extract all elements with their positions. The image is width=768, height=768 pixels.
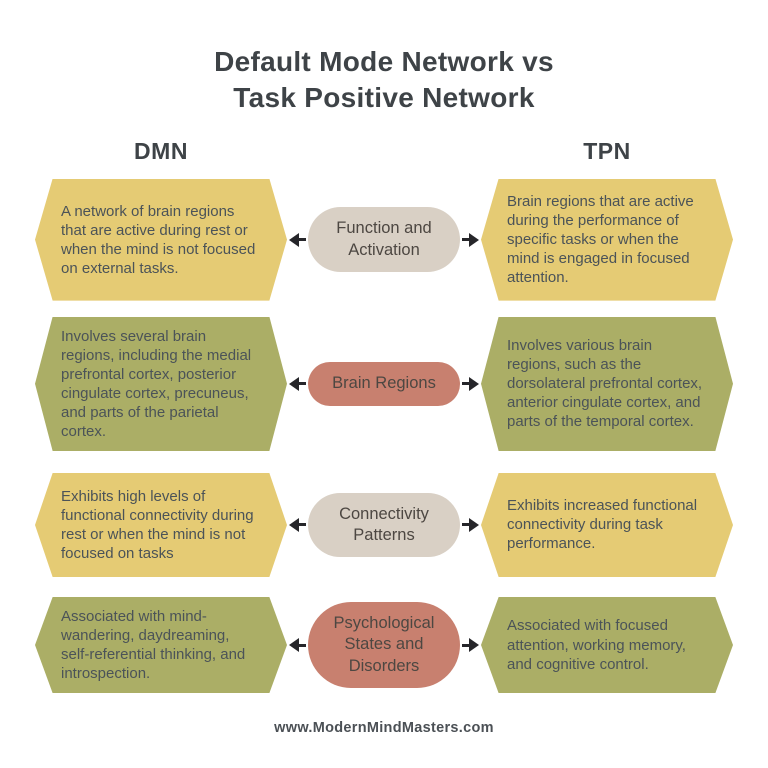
connector-left	[287, 376, 308, 391]
connector-right	[460, 517, 481, 532]
arrow-right-icon	[469, 232, 479, 247]
connector-right	[460, 376, 481, 391]
column-header-tpn: TPN	[583, 137, 631, 164]
dmn-box-connectivity: Exhibits high levels of functional conne…	[35, 472, 287, 577]
dotted-line	[299, 643, 306, 647]
comparison-row-brain-regions: Involves several brain regions, includin…	[35, 316, 733, 451]
category-pill-psychological: Psychological States and Disorders	[308, 601, 460, 689]
tpn-box-psychological: Associated with focused attention, worki…	[481, 596, 733, 694]
arrow-left-icon	[289, 638, 299, 653]
tpn-box-function: Brain regions that are active during the…	[481, 178, 733, 301]
tpn-box-psychological-text: Associated with focused attention, worki…	[507, 617, 686, 673]
comparison-row-function-activation: A network of brain regions that are acti…	[35, 178, 733, 301]
arrow-left-icon	[289, 517, 299, 532]
dmn-box-psychological: Associated with mind-wandering, daydream…	[35, 596, 287, 694]
category-pill-regions: Brain Regions	[308, 362, 460, 406]
category-pill-connectivity: Connectivity Patterns	[308, 492, 460, 558]
dotted-line	[462, 643, 469, 647]
dotted-line	[299, 238, 306, 242]
tpn-box-regions-text: Involves various brain regions, such as …	[507, 337, 703, 431]
connector-right	[460, 232, 481, 247]
arrow-left-icon	[289, 376, 299, 391]
connector-left	[287, 232, 308, 247]
dmn-box-regions: Involves several brain regions, includin…	[35, 316, 287, 451]
tpn-box-connectivity-text: Exhibits increased functional connectivi…	[507, 497, 698, 553]
arrow-left-icon	[289, 232, 299, 247]
tpn-box-function-text: Brain regions that are active during the…	[507, 193, 694, 287]
website-url: www.ModernMindMasters.com	[274, 720, 494, 737]
connector-left	[287, 638, 308, 653]
connector-left	[287, 517, 308, 532]
column-header-dmn: DMN	[134, 137, 188, 164]
dotted-line	[462, 523, 469, 527]
arrow-right-icon	[469, 638, 479, 653]
title-line-2: Task Positive Network	[233, 81, 535, 113]
dmn-box-function-text: A network of brain regions that are acti…	[61, 202, 256, 277]
comparison-row-psychological-states: Associated with mind-wandering, daydream…	[35, 596, 733, 694]
arrow-right-icon	[469, 517, 479, 532]
dotted-line	[462, 238, 469, 242]
dmn-box-regions-text: Involves several brain regions, includin…	[61, 327, 252, 440]
dmn-box-function: A network of brain regions that are acti…	[35, 178, 287, 301]
arrow-right-icon	[469, 376, 479, 391]
dotted-line	[462, 382, 469, 386]
page-title: Default Mode Network vs Task Positive Ne…	[35, 44, 733, 116]
column-headers: DMN TPN	[35, 138, 733, 165]
comparison-row-connectivity: Exhibits high levels of functional conne…	[35, 472, 733, 577]
tpn-box-connectivity: Exhibits increased functional connectivi…	[481, 472, 733, 577]
dmn-box-psychological-text: Associated with mind-wandering, daydream…	[61, 607, 246, 683]
tpn-box-regions: Involves various brain regions, such as …	[481, 316, 733, 451]
connector-right	[460, 638, 481, 653]
category-pill-function: Function and Activation	[308, 207, 460, 273]
dmn-box-connectivity-text: Exhibits high levels of functional conne…	[61, 487, 254, 562]
title-line-1: Default Mode Network vs	[214, 46, 554, 77]
dotted-line	[299, 523, 306, 527]
dotted-line	[299, 382, 306, 386]
